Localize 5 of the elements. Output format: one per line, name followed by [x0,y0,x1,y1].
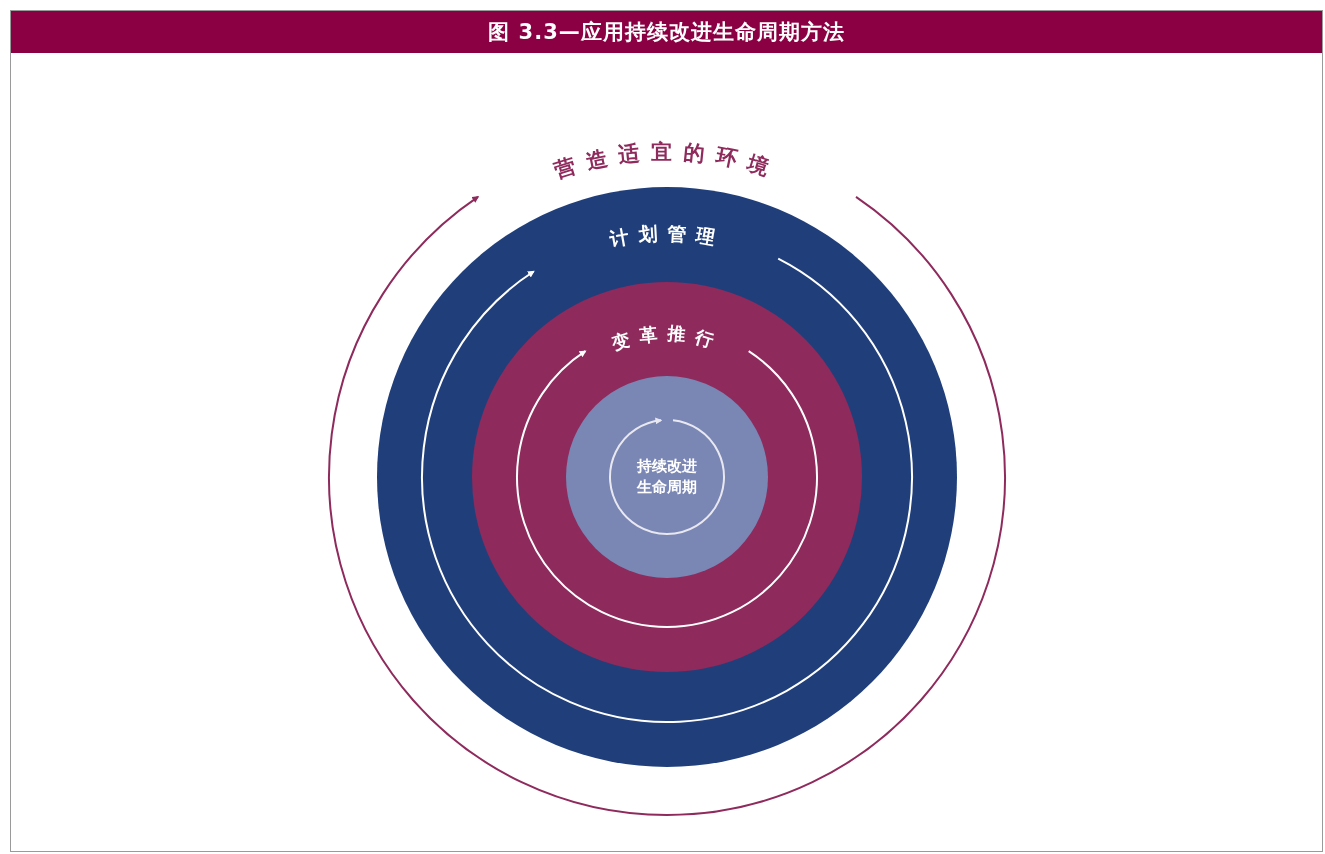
title-bar: 图 3.3—应用持续改进生命周期方法 [11,11,1322,53]
ring-label: 变革推行 [609,322,725,354]
center-label: 持续改进生命周期 [635,456,698,498]
arc-label: 营造适宜的环境 [551,140,783,183]
ring-label: 计划管理 [608,221,726,251]
